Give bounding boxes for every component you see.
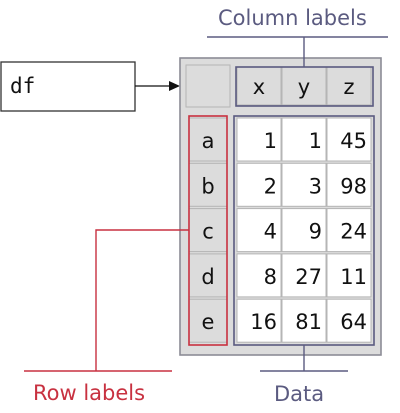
data-cell — [236, 298, 282, 343]
data-cell — [236, 162, 282, 207]
column-header-cell — [281, 66, 327, 106]
data-cell — [236, 253, 282, 298]
data-value: 45 — [340, 129, 367, 153]
data-value: 64 — [340, 310, 367, 334]
data-annotation: Data — [274, 382, 325, 406]
row-label-cell — [188, 162, 228, 207]
data-cell — [326, 253, 372, 298]
data-cell — [281, 253, 327, 298]
corner-cell — [185, 64, 231, 108]
data-value: 1 — [264, 129, 277, 153]
data-value: 27 — [295, 265, 322, 289]
data-value: 9 — [309, 220, 322, 244]
data-cell — [281, 162, 327, 207]
row-label-cell — [188, 298, 228, 343]
row-label: d — [201, 265, 214, 289]
data-cell — [326, 162, 372, 207]
data-cell — [281, 298, 327, 343]
data-cell — [326, 117, 372, 162]
data-cell — [236, 208, 282, 253]
data-value: 11 — [340, 265, 367, 289]
data-value: 98 — [340, 174, 367, 198]
column-label: z — [343, 75, 354, 99]
row-label: e — [202, 310, 215, 334]
row-label-cell — [188, 117, 228, 162]
column-label: y — [298, 75, 310, 99]
data-value: 2 — [264, 174, 277, 198]
data-cell — [281, 117, 327, 162]
data-value: 4 — [264, 220, 277, 244]
variable-name: df — [10, 74, 36, 98]
data-value: 16 — [250, 310, 277, 334]
row-label: a — [202, 129, 215, 153]
row-labels-annotation: Row labels — [33, 381, 146, 405]
data-value: 1 — [309, 129, 322, 153]
column-header-cell — [326, 66, 372, 106]
data-cell — [236, 117, 282, 162]
data-value: 81 — [295, 310, 322, 334]
data-cell — [326, 298, 372, 343]
data-cell — [326, 208, 372, 253]
row-labels-connector — [95, 229, 189, 371]
variable-box — [0, 61, 136, 112]
row-label-cell — [188, 208, 228, 253]
data-value: 3 — [309, 174, 322, 198]
data-value: 24 — [340, 220, 367, 244]
variable-arrow-head — [169, 81, 180, 91]
row-label: b — [201, 174, 214, 198]
data-cell — [281, 208, 327, 253]
row-label: c — [202, 220, 214, 244]
data-value: 8 — [264, 265, 277, 289]
column-labels-annotation: Column labels — [218, 6, 367, 30]
column-label: x — [253, 75, 265, 99]
